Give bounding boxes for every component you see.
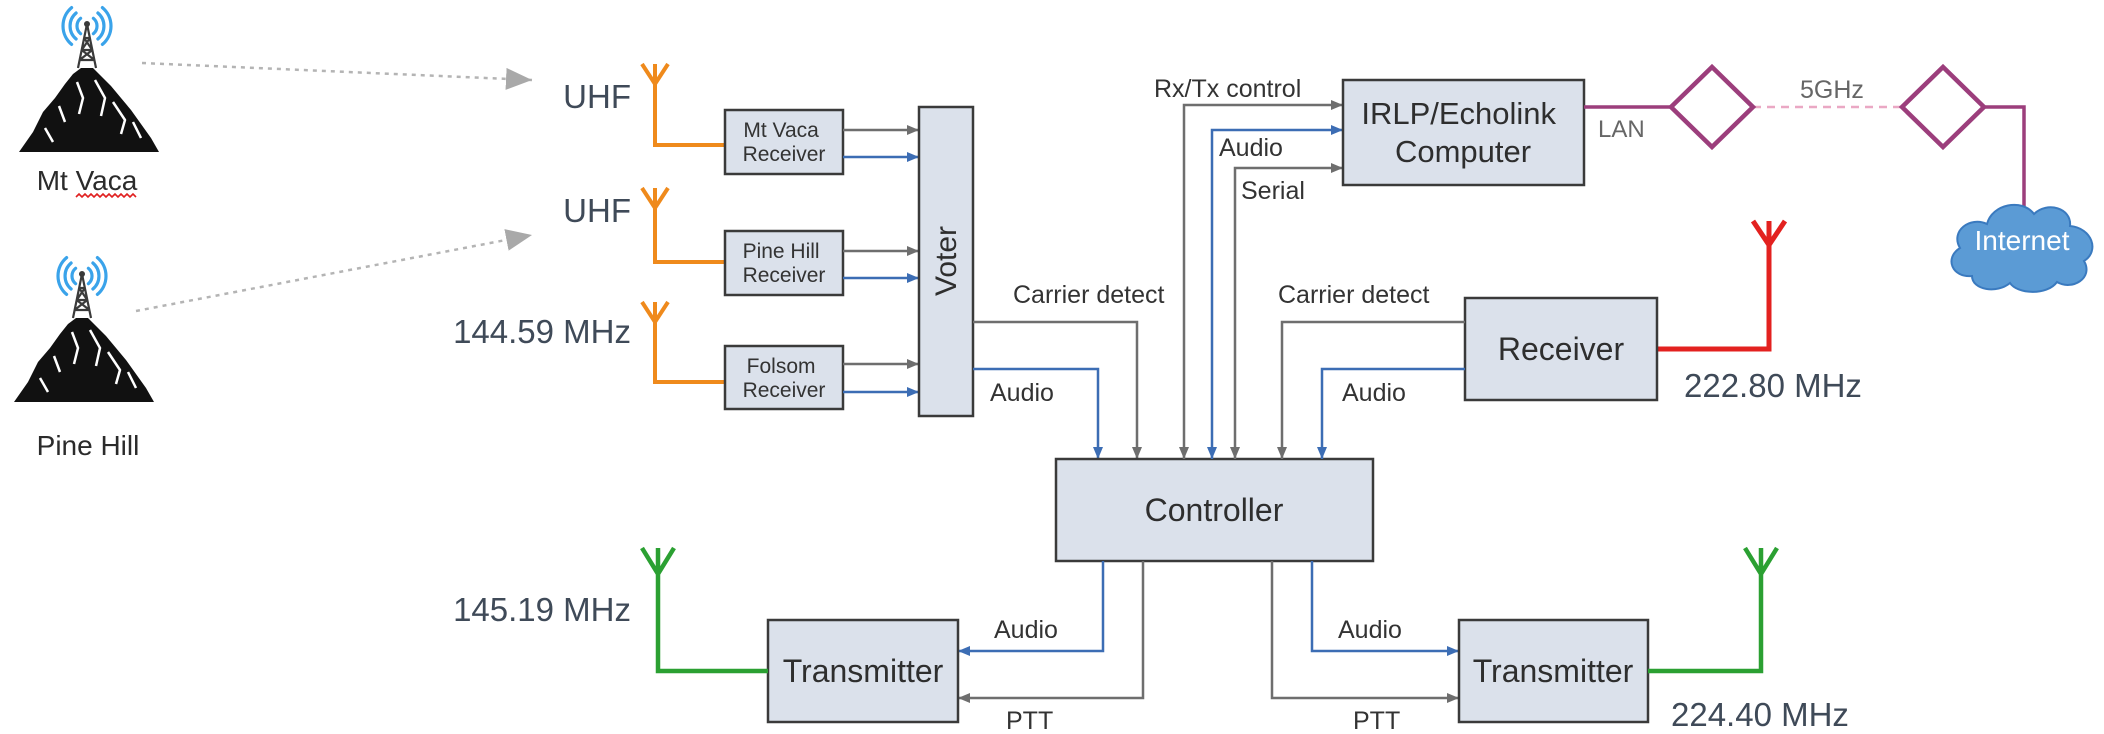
tx-right-ptt-label: PTT xyxy=(1353,707,1400,734)
receiver-name: Pine Hill xyxy=(743,240,820,263)
tx-right-ptt-line xyxy=(1270,561,1459,703)
diamond-icon xyxy=(1898,63,1988,151)
receiver-type: Receiver xyxy=(743,379,826,402)
uhf-label-1: UHF xyxy=(563,78,631,115)
transmitter-box-right: Transmitter xyxy=(1457,618,1650,724)
voter-audio-label: Audio xyxy=(990,379,1054,407)
radio-waves xyxy=(61,6,113,46)
tower-beacon xyxy=(79,271,85,277)
site-link-arrow-mt-vaca xyxy=(141,61,533,90)
transmitter-label: Transmitter xyxy=(783,653,944,689)
antenna-icon-224-40 xyxy=(1648,546,1779,674)
uhf-label-2: UHF xyxy=(563,192,631,229)
tx-left-ptt-label: PTT xyxy=(1006,707,1053,734)
serial-label: Serial xyxy=(1241,177,1305,205)
radio-tower-icon xyxy=(19,6,159,152)
receiver-box: Receiver xyxy=(1463,296,1659,402)
site-label-mt-vaca: Mt Vaca xyxy=(37,165,138,196)
mountain-shape xyxy=(14,318,154,402)
receiver-box-frame xyxy=(723,229,845,297)
tx-left-audio-label: Audio xyxy=(994,616,1058,644)
transmitter-box-frame xyxy=(1457,618,1650,724)
receiver-carrier-detect-label: Carrier detect xyxy=(1278,281,1429,309)
receiver-type: Receiver xyxy=(743,143,826,166)
voter-audio-line xyxy=(973,367,1103,459)
mountain-streaks xyxy=(43,79,143,143)
computer-label-line-1: IRLP/Echolink xyxy=(1361,96,1556,131)
freq-label-224-40: 224.40 MHz xyxy=(1671,696,1849,733)
internet-uplink-line xyxy=(1984,105,2026,230)
site-label-pine-hill: Pine Hill xyxy=(37,430,140,461)
voter-box-frame xyxy=(917,105,975,418)
receiver-type: Receiver xyxy=(743,264,826,287)
receiver-box-label: Mt Vaca Receiver xyxy=(743,119,826,166)
lan-label: LAN xyxy=(1598,116,1645,143)
receiver-audio-label: Audio xyxy=(1342,379,1406,407)
pine-hill-receiver-box: Pine Hill Receiver xyxy=(723,229,845,297)
receiver-audio-line xyxy=(1317,367,1465,459)
voter-carrier-detect-line xyxy=(973,320,1142,459)
serial-line xyxy=(1230,163,1343,459)
tx-left-audio-line xyxy=(958,561,1105,656)
tower-beacon xyxy=(84,21,90,27)
mt-vaca-receiver-box: Mt Vaca Receiver xyxy=(723,108,845,176)
tx-right-audio-label: Audio xyxy=(1338,616,1402,644)
receiver-box-frame xyxy=(723,344,845,411)
freq-label-144-59: 144.59 MHz xyxy=(453,313,631,350)
antenna-icon-mt-vaca xyxy=(640,62,725,147)
tx-left-ptt-line xyxy=(958,561,1145,703)
rx-tx-control-line xyxy=(1179,100,1343,459)
transmitter-box-left: Transmitter xyxy=(766,618,960,724)
receiver-label: Receiver xyxy=(1498,331,1625,367)
computer-audio-line xyxy=(1207,125,1343,459)
receiver-box-label: Folsom Receiver xyxy=(743,355,826,402)
internet-label: Internet xyxy=(1975,225,2070,256)
internet-cloud xyxy=(1950,204,2094,293)
transmitter-label: Transmitter xyxy=(1473,653,1634,689)
mountain-streaks xyxy=(38,329,138,393)
folsom-receiver-box: Folsom Receiver xyxy=(723,344,845,411)
receiver-carrier-detect-line xyxy=(1277,320,1465,459)
tx-right-audio-line xyxy=(1310,561,1459,656)
voter-box: Voter xyxy=(917,105,975,418)
transmitter-box-frame xyxy=(766,618,960,724)
computer-label-line-2: Computer xyxy=(1395,134,1531,169)
antenna-icon-145-19 xyxy=(640,546,768,674)
receiver-box-label: Pine Hill Receiver xyxy=(743,240,826,287)
irlp-echolink-computer-box: IRLP/Echolink Computer xyxy=(1341,78,1586,187)
site-link-arrow-pine-hill xyxy=(135,229,533,313)
freq-label-222-80: 222.80 MHz xyxy=(1684,367,1862,404)
controller-box-frame xyxy=(1054,457,1375,563)
radio-tower-icon xyxy=(14,256,154,402)
receiver-box-frame xyxy=(723,108,845,176)
controller-box: Controller xyxy=(1054,457,1375,563)
rx-tx-control-label: Rx/Tx control xyxy=(1154,75,1301,103)
receiver-name: Mt Vaca xyxy=(743,119,819,142)
voter-label: Voter xyxy=(930,226,963,296)
antenna-icon-folsom xyxy=(640,300,725,384)
radio-waves xyxy=(56,256,108,296)
diamond-icon xyxy=(1667,63,1757,151)
tower-lattice xyxy=(76,23,98,69)
tower-lattice xyxy=(71,273,93,319)
spellcheck-underline xyxy=(75,192,137,199)
freq-label-145-19: 145.19 MHz xyxy=(453,591,631,628)
cloud-icon xyxy=(1950,204,2094,293)
computer-box-frame xyxy=(1341,78,1586,187)
computer-audio-label: Audio xyxy=(1219,134,1283,162)
computer-label: IRLP/Echolink Computer xyxy=(1361,96,1564,169)
voter-carrier-detect-label: Carrier detect xyxy=(1013,281,1164,309)
mountain-shape xyxy=(19,68,159,152)
controller-label: Controller xyxy=(1145,492,1284,528)
receiver-name: Folsom xyxy=(747,355,816,378)
wireless-link-label: 5GHz xyxy=(1800,76,1864,104)
antenna-icon-pine-hill xyxy=(640,186,725,264)
antenna-icon-222-80 xyxy=(1657,219,1788,352)
receiver-box-frame xyxy=(1463,296,1659,402)
